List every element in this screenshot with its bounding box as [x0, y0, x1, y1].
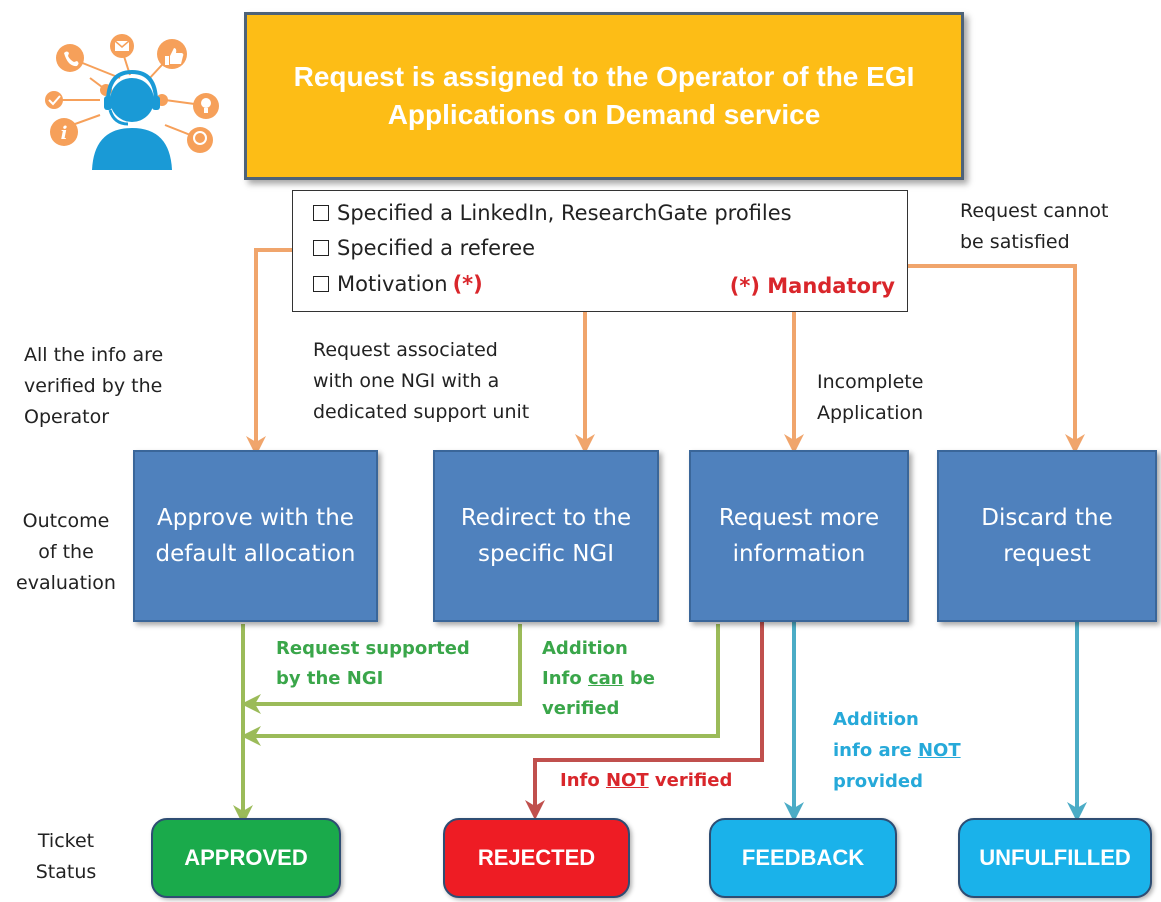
label-info-not-provided: Addition info are NOT provided: [833, 709, 961, 792]
thumbs-up-icon: [157, 39, 187, 69]
mandatory-marker: (*): [452, 272, 483, 296]
checkbox-icon: [313, 240, 329, 256]
checkmark-icon: [45, 91, 63, 109]
arrow-info-to-rejected: [525, 617, 764, 820]
checklist-item-profiles: Specified a LinkedIn, ResearchGate profi…: [313, 201, 792, 225]
checklist-item-motivation: Motivation (*): [313, 272, 483, 296]
phone-icon: [56, 44, 84, 72]
award-icon: [187, 127, 213, 153]
checkbox-icon: [313, 276, 329, 292]
outcome-discard: Discard the request: [937, 450, 1157, 622]
mandatory-note: (*) Mandatory: [729, 274, 895, 298]
checkbox-icon: [313, 205, 329, 221]
status-approved: APPROVED: [151, 818, 341, 898]
lightbulb-icon: [193, 93, 219, 119]
svg-text:i: i: [61, 123, 68, 144]
label-info-can-be-verified: Addition Info can be verified: [542, 638, 655, 719]
outcome-approve: Approve with the default allocation: [133, 450, 378, 622]
status-feedback: FEEDBACK: [709, 818, 897, 898]
outcome-request-info: Request more information: [689, 450, 909, 622]
status-unfulfilled: UNFULFILLED: [958, 818, 1152, 898]
checklist-item-referee: Specified a referee: [313, 236, 535, 260]
arrow-to-discard: [908, 264, 1085, 454]
requirements-checklist: Specified a LinkedIn, ResearchGate profi…: [292, 190, 908, 312]
outcome-redirect: Redirect to the specific NGI: [433, 450, 659, 622]
label-info-not-verified: Info NOT verified: [560, 770, 733, 791]
assignment-header: Request is assigned to the Operator of t…: [244, 12, 964, 180]
operator-headset-icon: [92, 69, 172, 170]
header-title: Request is assigned to the Operator of t…: [293, 61, 915, 130]
operator-illustration: i: [30, 20, 230, 170]
arrow-info-to-approved: [241, 624, 720, 746]
arrow-redirect-to-approved: [241, 624, 522, 714]
email-icon: [110, 34, 134, 58]
info-icon: i: [50, 118, 78, 146]
status-rejected: REJECTED: [443, 818, 630, 898]
arrow-to-approve: [246, 248, 292, 456]
